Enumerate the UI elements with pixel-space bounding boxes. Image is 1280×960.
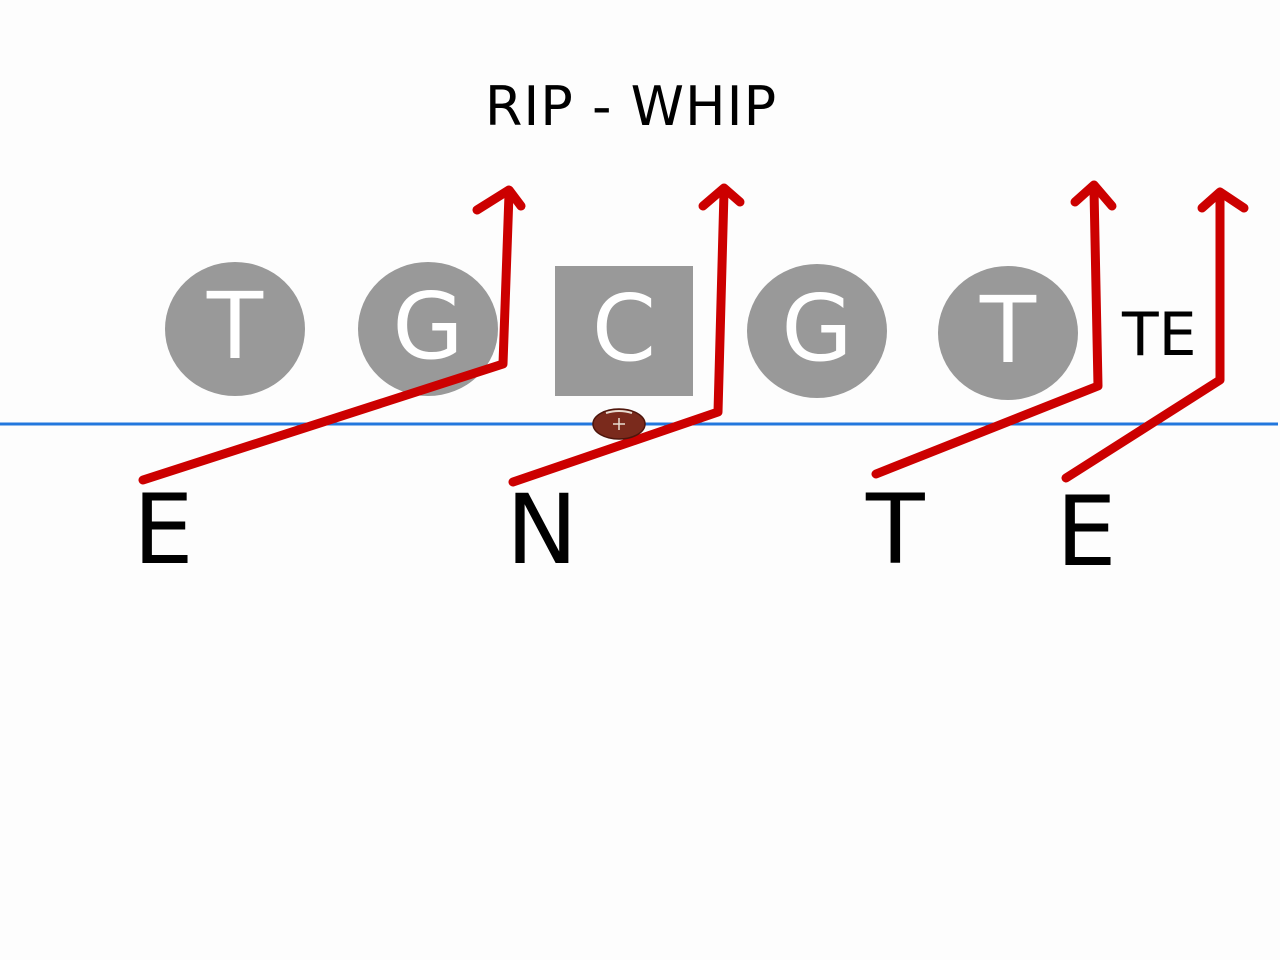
right-guard: G (747, 264, 887, 398)
route-nose-arrowhead (698, 183, 745, 211)
defender-nose: N (506, 474, 578, 586)
center: C (555, 266, 693, 396)
route-left-end (138, 189, 514, 485)
route-right-end (1061, 191, 1225, 483)
tight-end: TE (1122, 300, 1197, 370)
route-nose (508, 187, 729, 487)
right-tackle: T (938, 266, 1078, 400)
route-right-end-arrowhead (1197, 187, 1249, 213)
defender-right-end: E (1056, 476, 1117, 588)
route-tackle (871, 185, 1103, 479)
defender-left-end: E (133, 474, 194, 586)
left-tackle: T (165, 262, 305, 396)
football-icon (592, 408, 646, 440)
play-title: RIP - WHIP (484, 75, 778, 138)
route-left-end-arrowhead (472, 185, 526, 215)
route-tackle-arrowhead (1070, 180, 1117, 211)
defender-tackle: T (866, 474, 925, 586)
